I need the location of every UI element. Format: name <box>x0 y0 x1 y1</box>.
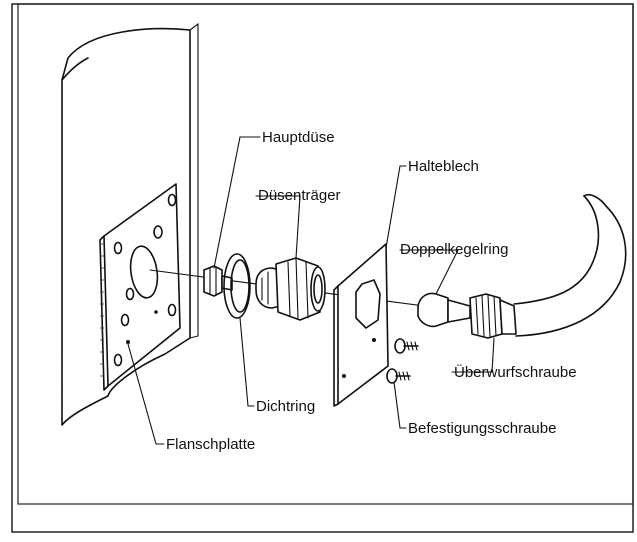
label-halteblech: Halteblech <box>408 158 479 175</box>
label-flanschplatte: Flanschplatte <box>166 436 255 453</box>
label-ueberwurfschraube: Überwurfschraube <box>454 363 577 381</box>
leader-lines <box>127 136 495 445</box>
label-befestigungsschraube: Befestigungsschraube <box>408 420 556 437</box>
fastening-screws <box>386 338 419 384</box>
sealing-ring <box>223 253 251 319</box>
frame-inner-border <box>17 3 634 505</box>
label-duesentraeger: Düsenträger <box>258 187 341 204</box>
wall-panel <box>61 22 199 426</box>
label-doppelkegelring: Doppelkegelring <box>400 241 508 258</box>
label-dichtring: Dichtring <box>256 398 315 415</box>
main-jet <box>203 265 233 297</box>
jet-carrier <box>255 257 326 321</box>
pipe-assembly <box>417 193 627 339</box>
holding-plate <box>333 243 389 407</box>
label-hauptduese: Hauptdüse <box>262 129 335 146</box>
flange-plate <box>99 183 181 391</box>
